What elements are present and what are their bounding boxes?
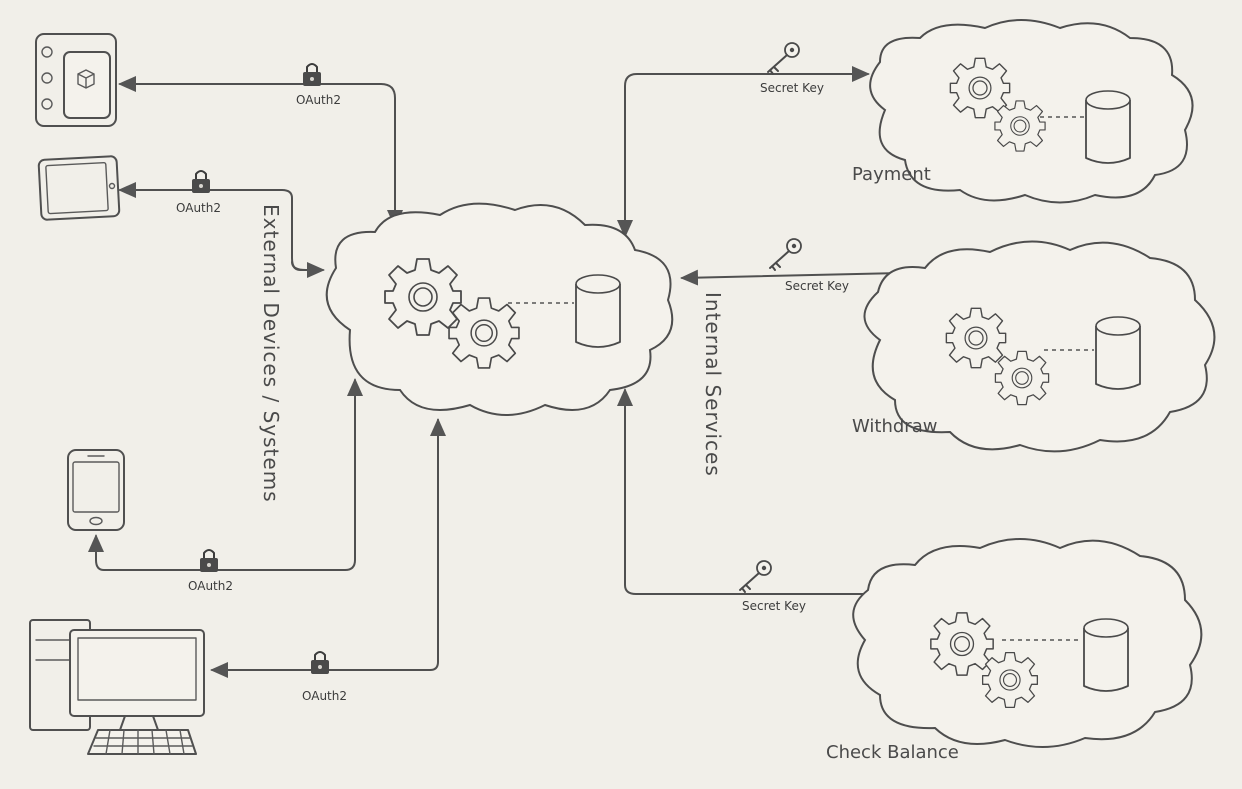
lock-icon xyxy=(191,170,211,194)
key-icon xyxy=(739,560,772,593)
external-systems-label: External Devices / Systems xyxy=(259,204,283,503)
database-icon xyxy=(1095,316,1141,390)
gear-icon xyxy=(994,350,1050,406)
gear-icon xyxy=(981,651,1039,709)
desktop-computer-icon xyxy=(29,619,205,755)
secret-key-label-2: Secret Key xyxy=(785,279,849,293)
gear-icon xyxy=(384,258,462,336)
key-icon xyxy=(769,238,802,271)
database-icon xyxy=(1085,90,1131,164)
oauth-label-2: OAuth2 xyxy=(176,201,221,215)
withdraw-service-cloud xyxy=(863,240,1216,453)
connector-payment xyxy=(624,66,870,233)
check-balance-service-cloud xyxy=(852,538,1203,748)
lock-icon xyxy=(302,63,322,87)
withdraw-label: Withdraw xyxy=(852,416,937,437)
gear-icon xyxy=(930,612,994,676)
database-icon xyxy=(575,274,621,348)
connector-mobile-app xyxy=(118,76,396,226)
tablet-icon xyxy=(37,155,121,221)
database-icon xyxy=(1083,618,1129,692)
phone-icon xyxy=(67,449,125,531)
gear-icon xyxy=(448,297,520,369)
oauth-label-4: OAuth2 xyxy=(302,689,347,703)
payment-label: Payment xyxy=(852,164,931,185)
secret-key-label-3: Secret Key xyxy=(742,599,806,613)
internal-services-label: Internal Services xyxy=(701,292,725,477)
lock-icon xyxy=(199,549,219,573)
connector-desktop xyxy=(210,419,439,678)
secret-key-label-1: Secret Key xyxy=(760,81,824,95)
oauth-label-1: OAuth2 xyxy=(296,93,341,107)
mobile-app-icon xyxy=(35,33,117,127)
connector-check-balance xyxy=(617,388,930,602)
gear-icon xyxy=(945,307,1007,369)
connector-phone xyxy=(88,381,356,571)
key-icon xyxy=(767,42,800,75)
oauth-label-3: OAuth2 xyxy=(188,579,233,593)
lock-icon xyxy=(310,651,330,675)
gear-icon xyxy=(994,100,1046,152)
check-balance-label: Check Balance xyxy=(826,742,959,763)
